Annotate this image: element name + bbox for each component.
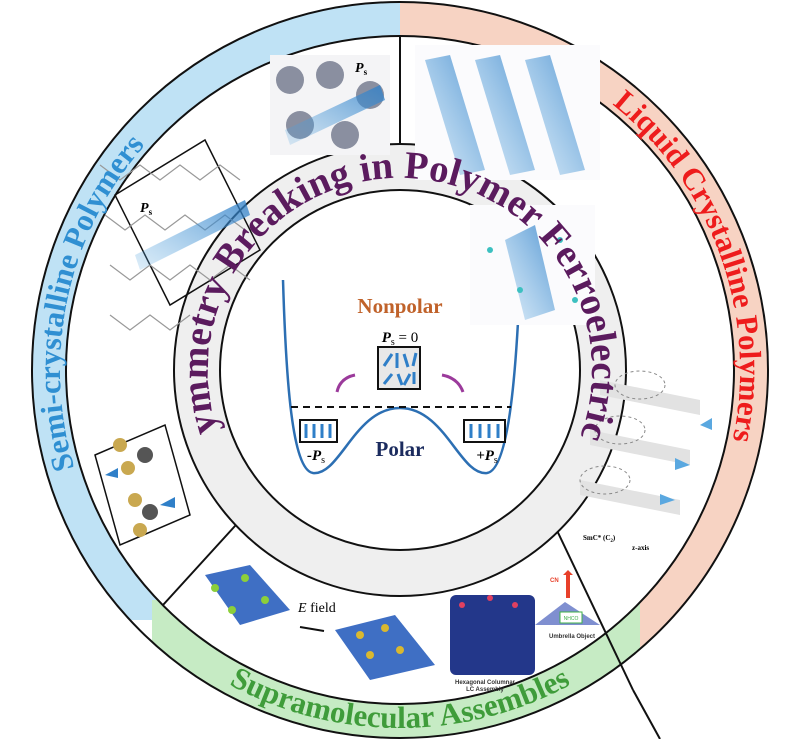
smectic-c-image xyxy=(579,370,712,515)
ps-label-chain: Ps xyxy=(140,201,153,217)
nonpolar-dipole-box xyxy=(377,346,421,390)
smc-label: SmC* (C2) xyxy=(583,534,616,544)
transition-arrow-right-icon xyxy=(441,373,465,393)
divider-bottom-right xyxy=(551,519,634,691)
umbrella-object-image xyxy=(535,570,600,625)
cn-label: CN xyxy=(550,578,559,584)
hexagonal-columnar-image xyxy=(450,595,535,675)
z-axis-label: z-axis xyxy=(632,544,649,552)
lc-helical-chains-image xyxy=(415,45,600,180)
e-field-label: E field xyxy=(297,601,336,616)
umbrella-label: Umbrella Object xyxy=(549,634,595,640)
minus-ps-label: -Ps xyxy=(307,448,325,466)
puzzle-assembly-left-image xyxy=(205,565,290,625)
plus-ps-dipole-box xyxy=(463,419,506,443)
nhco-label: NHCO xyxy=(564,616,579,622)
plus-ps-label: +Ps xyxy=(476,448,498,466)
ps-zero-label: Ps = 0 xyxy=(382,330,419,348)
puzzle-assembly-right-image xyxy=(335,615,435,680)
molecule-dipole-image xyxy=(94,423,191,547)
nonpolar-label: Nonpolar xyxy=(357,294,442,318)
divider-band-br xyxy=(632,689,661,739)
outer-ring-border xyxy=(31,1,769,739)
ps-label-top: Ps xyxy=(355,61,368,77)
divider-bottom-left xyxy=(162,514,246,606)
polar-label: Polar xyxy=(376,437,425,461)
transition-arrow-left-icon xyxy=(335,373,356,393)
minus-ps-dipole-box xyxy=(299,419,338,443)
e-field-double-arrow-icon xyxy=(299,626,325,632)
lc-network-image xyxy=(470,205,595,325)
crystal-lattice-image xyxy=(270,55,390,155)
polymer-chain-image xyxy=(99,138,261,331)
